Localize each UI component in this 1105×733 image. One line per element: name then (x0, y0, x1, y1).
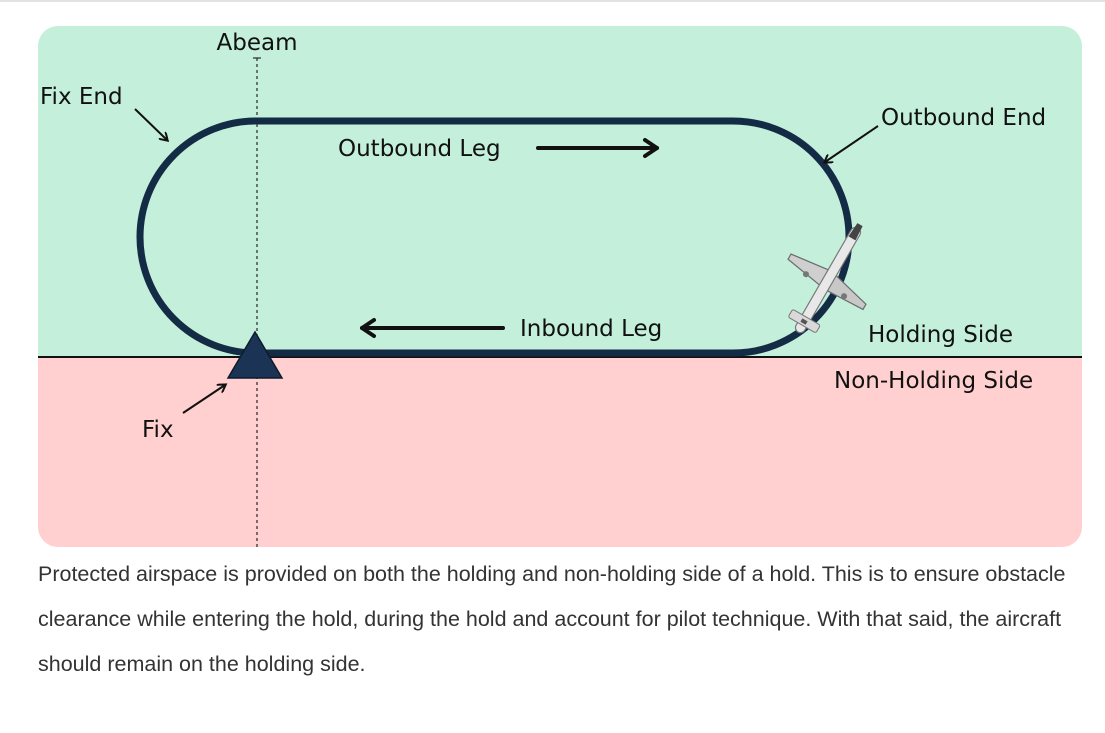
top-divider (0, 0, 1105, 2)
diagram-canvas: Abeam Fix End Outbound End Outbound Leg … (38, 26, 1082, 547)
holding-track (136, 117, 853, 357)
fix-end-pointer (134, 108, 167, 140)
aircraft-icon (787, 223, 867, 334)
fix-end-label: Fix End (40, 84, 123, 110)
fix-pointer (182, 385, 225, 414)
holding-pattern-diagram: Abeam Fix End Outbound End Outbound Leg … (38, 26, 1082, 547)
diagram-caption: Protected airspace is provided on both t… (38, 562, 1066, 676)
outbound-end-pointer (825, 125, 879, 162)
non-holding-side-area (38, 357, 1082, 547)
holding-side-area (38, 26, 1082, 357)
outbound-leg-label: Outbound Leg (338, 136, 501, 162)
fix-triangle-icon (226, 330, 284, 379)
inbound-leg-label: Inbound Leg (520, 316, 662, 342)
holding-side-label: Holding Side (868, 322, 1013, 348)
abeam-label: Abeam (217, 30, 298, 56)
non-holding-side-label: Non-Holding Side (834, 368, 1033, 394)
fix-label: Fix (142, 417, 174, 443)
outbound-end-label: Outbound End (881, 105, 1046, 131)
